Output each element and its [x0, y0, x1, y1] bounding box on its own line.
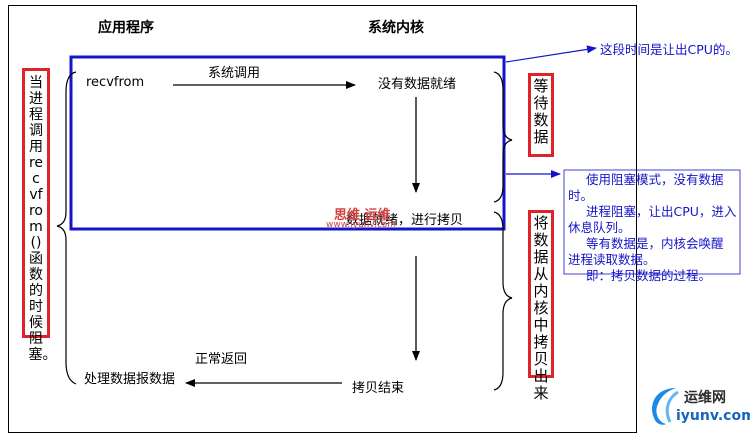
explain-line: 时。	[568, 188, 594, 203]
watermark: 思维 运维	[334, 208, 391, 223]
explain-line: 等有数据是，内核会唤醒	[586, 236, 724, 251]
explain-line: 使用阻塞模式，没有数据	[586, 172, 724, 187]
cpu-note: 这段时间是让出CPU的。	[600, 42, 738, 57]
logo-url: iyunv.com	[676, 408, 750, 424]
copy-brace	[493, 211, 513, 391]
watermark-url: www.iyunv.com	[326, 220, 397, 230]
explain-line: 即：拷贝数据的过程。	[586, 268, 712, 283]
explain-line: 进程读取数据。	[568, 252, 656, 267]
recvfrom-label: recvfrom	[86, 75, 145, 90]
outer-frame	[8, 5, 637, 433]
left-label-box: 当进程调用recvfrom()函数的时候阻塞。	[22, 68, 57, 363]
logo-name: 运维网	[684, 390, 726, 406]
data-ready-label: 数据就绪，进行拷贝	[346, 213, 464, 228]
syscall-label: 系统调用	[208, 66, 261, 81]
explain-box	[563, 169, 741, 275]
no-data-label: 没有数据就绪	[378, 77, 457, 92]
copy-done-label: 拷贝结束	[352, 381, 405, 396]
explain-line: 进程阻塞，让出CPU，进入	[586, 204, 737, 219]
header-kernel: 系统内核	[368, 20, 424, 36]
wait-label: 等待数据	[533, 77, 549, 146]
left-brace	[56, 71, 77, 385]
wait-brace	[493, 71, 513, 203]
process-data-label: 处理数据报数据	[84, 372, 176, 387]
normal-return-label: 正常返回	[195, 352, 248, 367]
copy-label-box: 将数据从内核中拷贝出来	[528, 210, 554, 402]
copy-label: 将数据从内核中拷贝出来	[533, 214, 549, 402]
explain-note: 使用阻塞模式，没有数据 时。 进程阻塞，让出CPU，进入 休息队列。 等有数据是…	[568, 172, 744, 284]
explain-line: 休息队列。	[568, 220, 631, 235]
logo-swoosh-icon	[652, 388, 679, 425]
header-application: 应用程序	[98, 20, 154, 36]
cpu-note-arrow	[505, 45, 597, 63]
left-vertical-label: 当进程调用recvfrom()函数的时候阻塞。	[28, 75, 57, 363]
blocking-region-box	[69, 55, 506, 231]
wait-label-box: 等待数据	[528, 73, 554, 157]
